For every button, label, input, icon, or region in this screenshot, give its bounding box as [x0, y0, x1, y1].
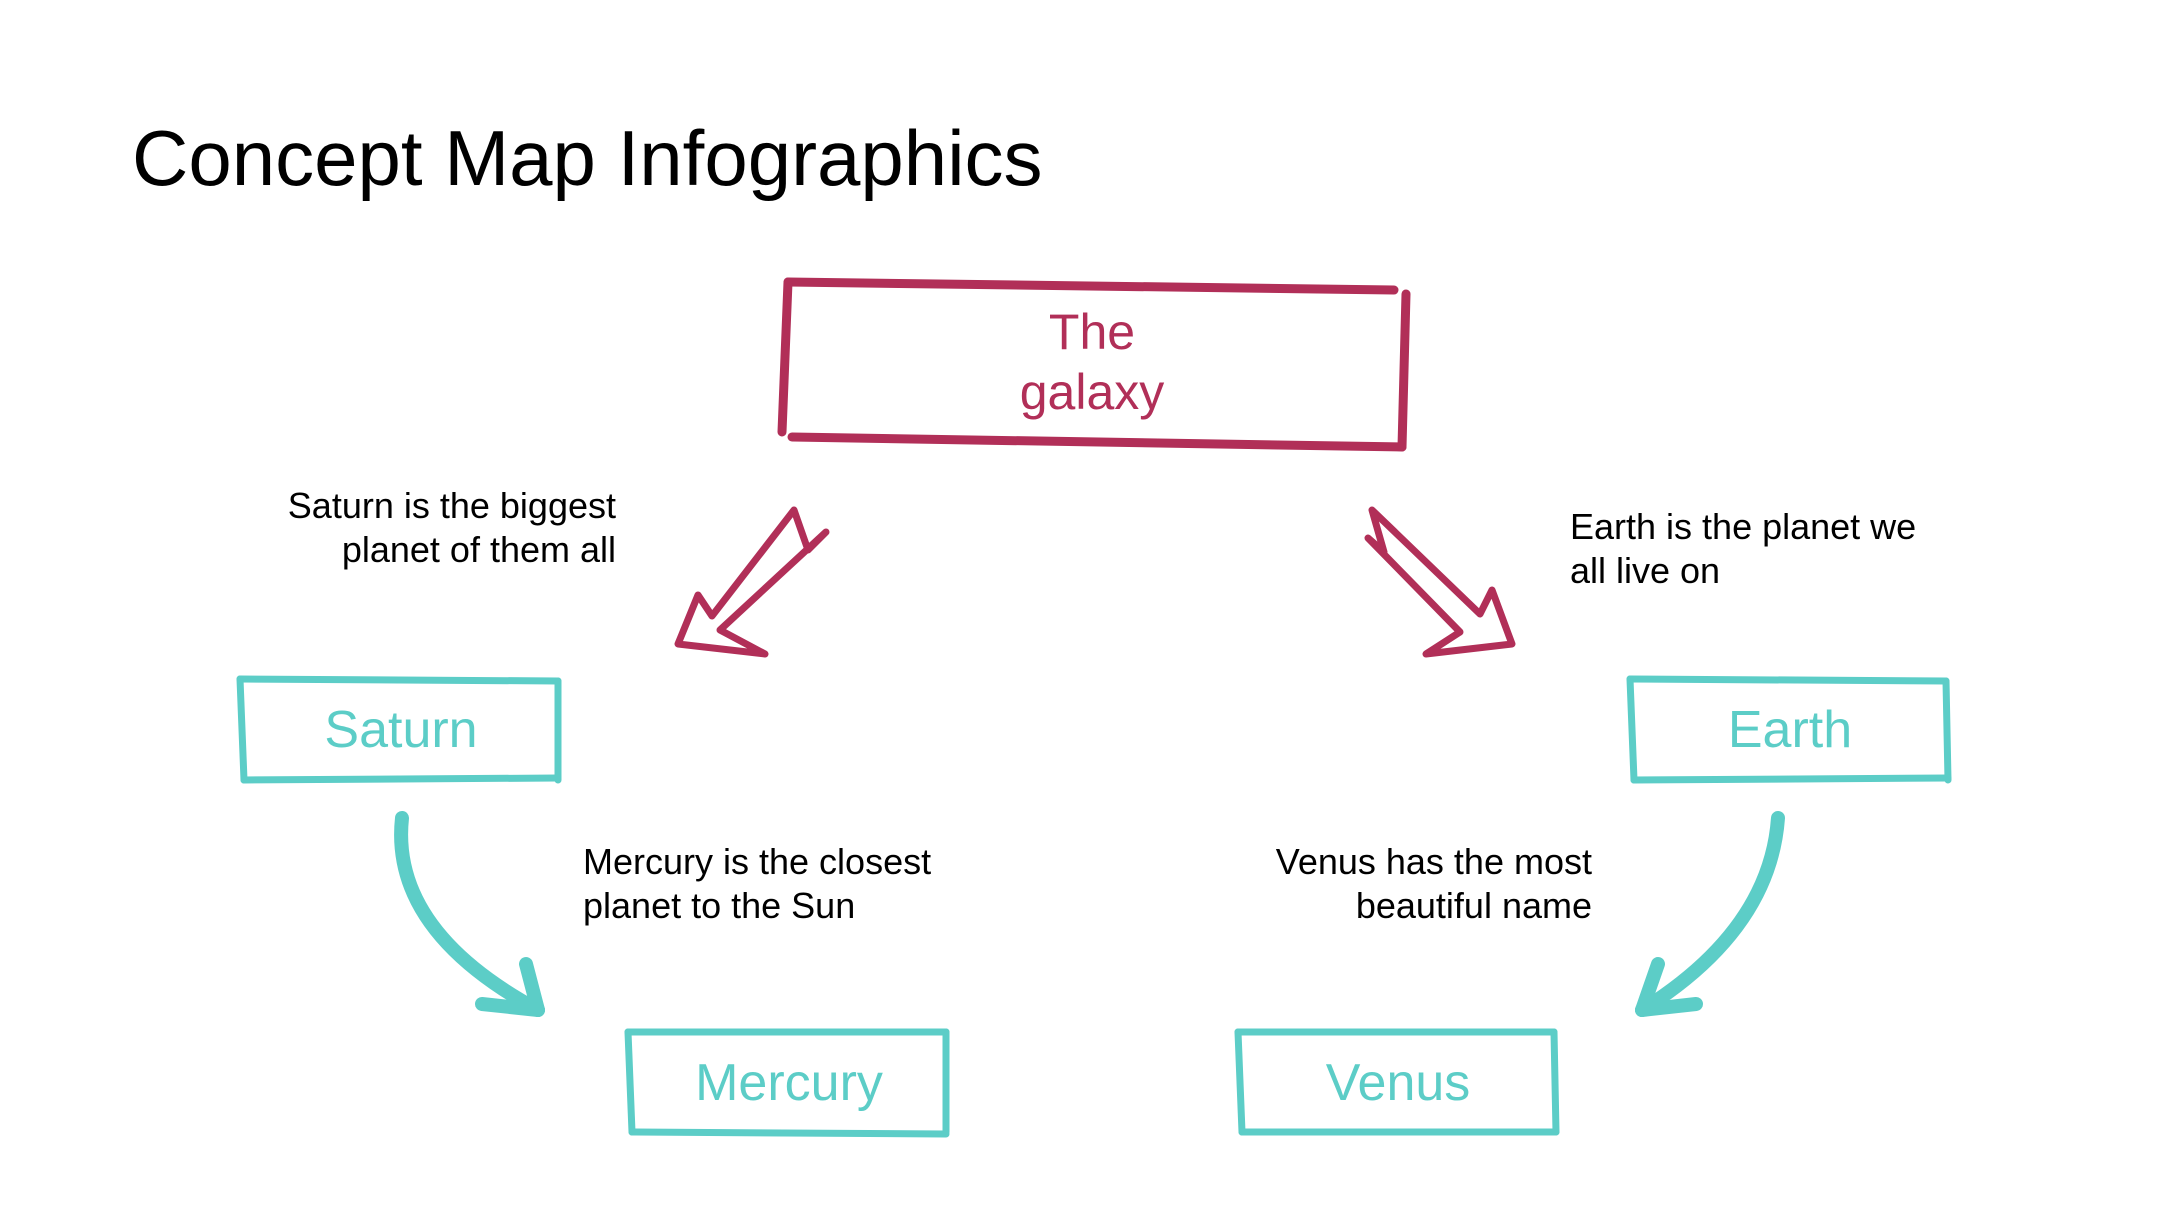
mercury-description-line1: Mercury is the closest — [583, 841, 932, 882]
arrow-earth-to-venus — [1635, 811, 1785, 1017]
saturn-box — [236, 675, 562, 784]
mercury-description: Mercury is the closest planet to the Sun — [583, 840, 931, 928]
venus-box — [1234, 1028, 1560, 1136]
node-venus: Venus — [1325, 1054, 1471, 1113]
arrow-saturn-to-mercury — [394, 811, 545, 1017]
earth-description-line1: Earth is the planet we — [1570, 506, 1917, 547]
node-mercury: Mercury — [695, 1054, 883, 1113]
saturn-description-line2: planet of them all — [341, 529, 616, 570]
venus-description-line1: Venus has the most — [1275, 841, 1592, 882]
mercury-box — [624, 1028, 950, 1138]
mercury-description-line2: planet to the Sun — [583, 885, 856, 926]
earth-box — [1626, 675, 1952, 784]
central-box — [777, 277, 1411, 452]
earth-description-line2: all live on — [1570, 550, 1721, 591]
node-saturn: Saturn — [324, 701, 478, 760]
venus-description-line2: beautiful name — [1355, 885, 1592, 926]
earth-description: Earth is the planet we all live on — [1570, 505, 1916, 593]
central-node-line1: The — [1048, 304, 1136, 360]
central-node-label: The galaxy — [782, 282, 1402, 442]
arrow-galaxy-to-earth — [1364, 506, 1516, 658]
page-title: Concept Map Infographics — [132, 114, 1043, 202]
node-earth: Earth — [1727, 701, 1853, 760]
central-node-line2: galaxy — [1019, 364, 1165, 420]
arrow-galaxy-to-saturn — [674, 506, 830, 658]
saturn-description-line1: Saturn is the biggest — [287, 485, 616, 526]
saturn-description: Saturn is the biggest planet of them all — [288, 484, 616, 572]
venus-description: Venus has the most beautiful name — [1276, 840, 1592, 928]
